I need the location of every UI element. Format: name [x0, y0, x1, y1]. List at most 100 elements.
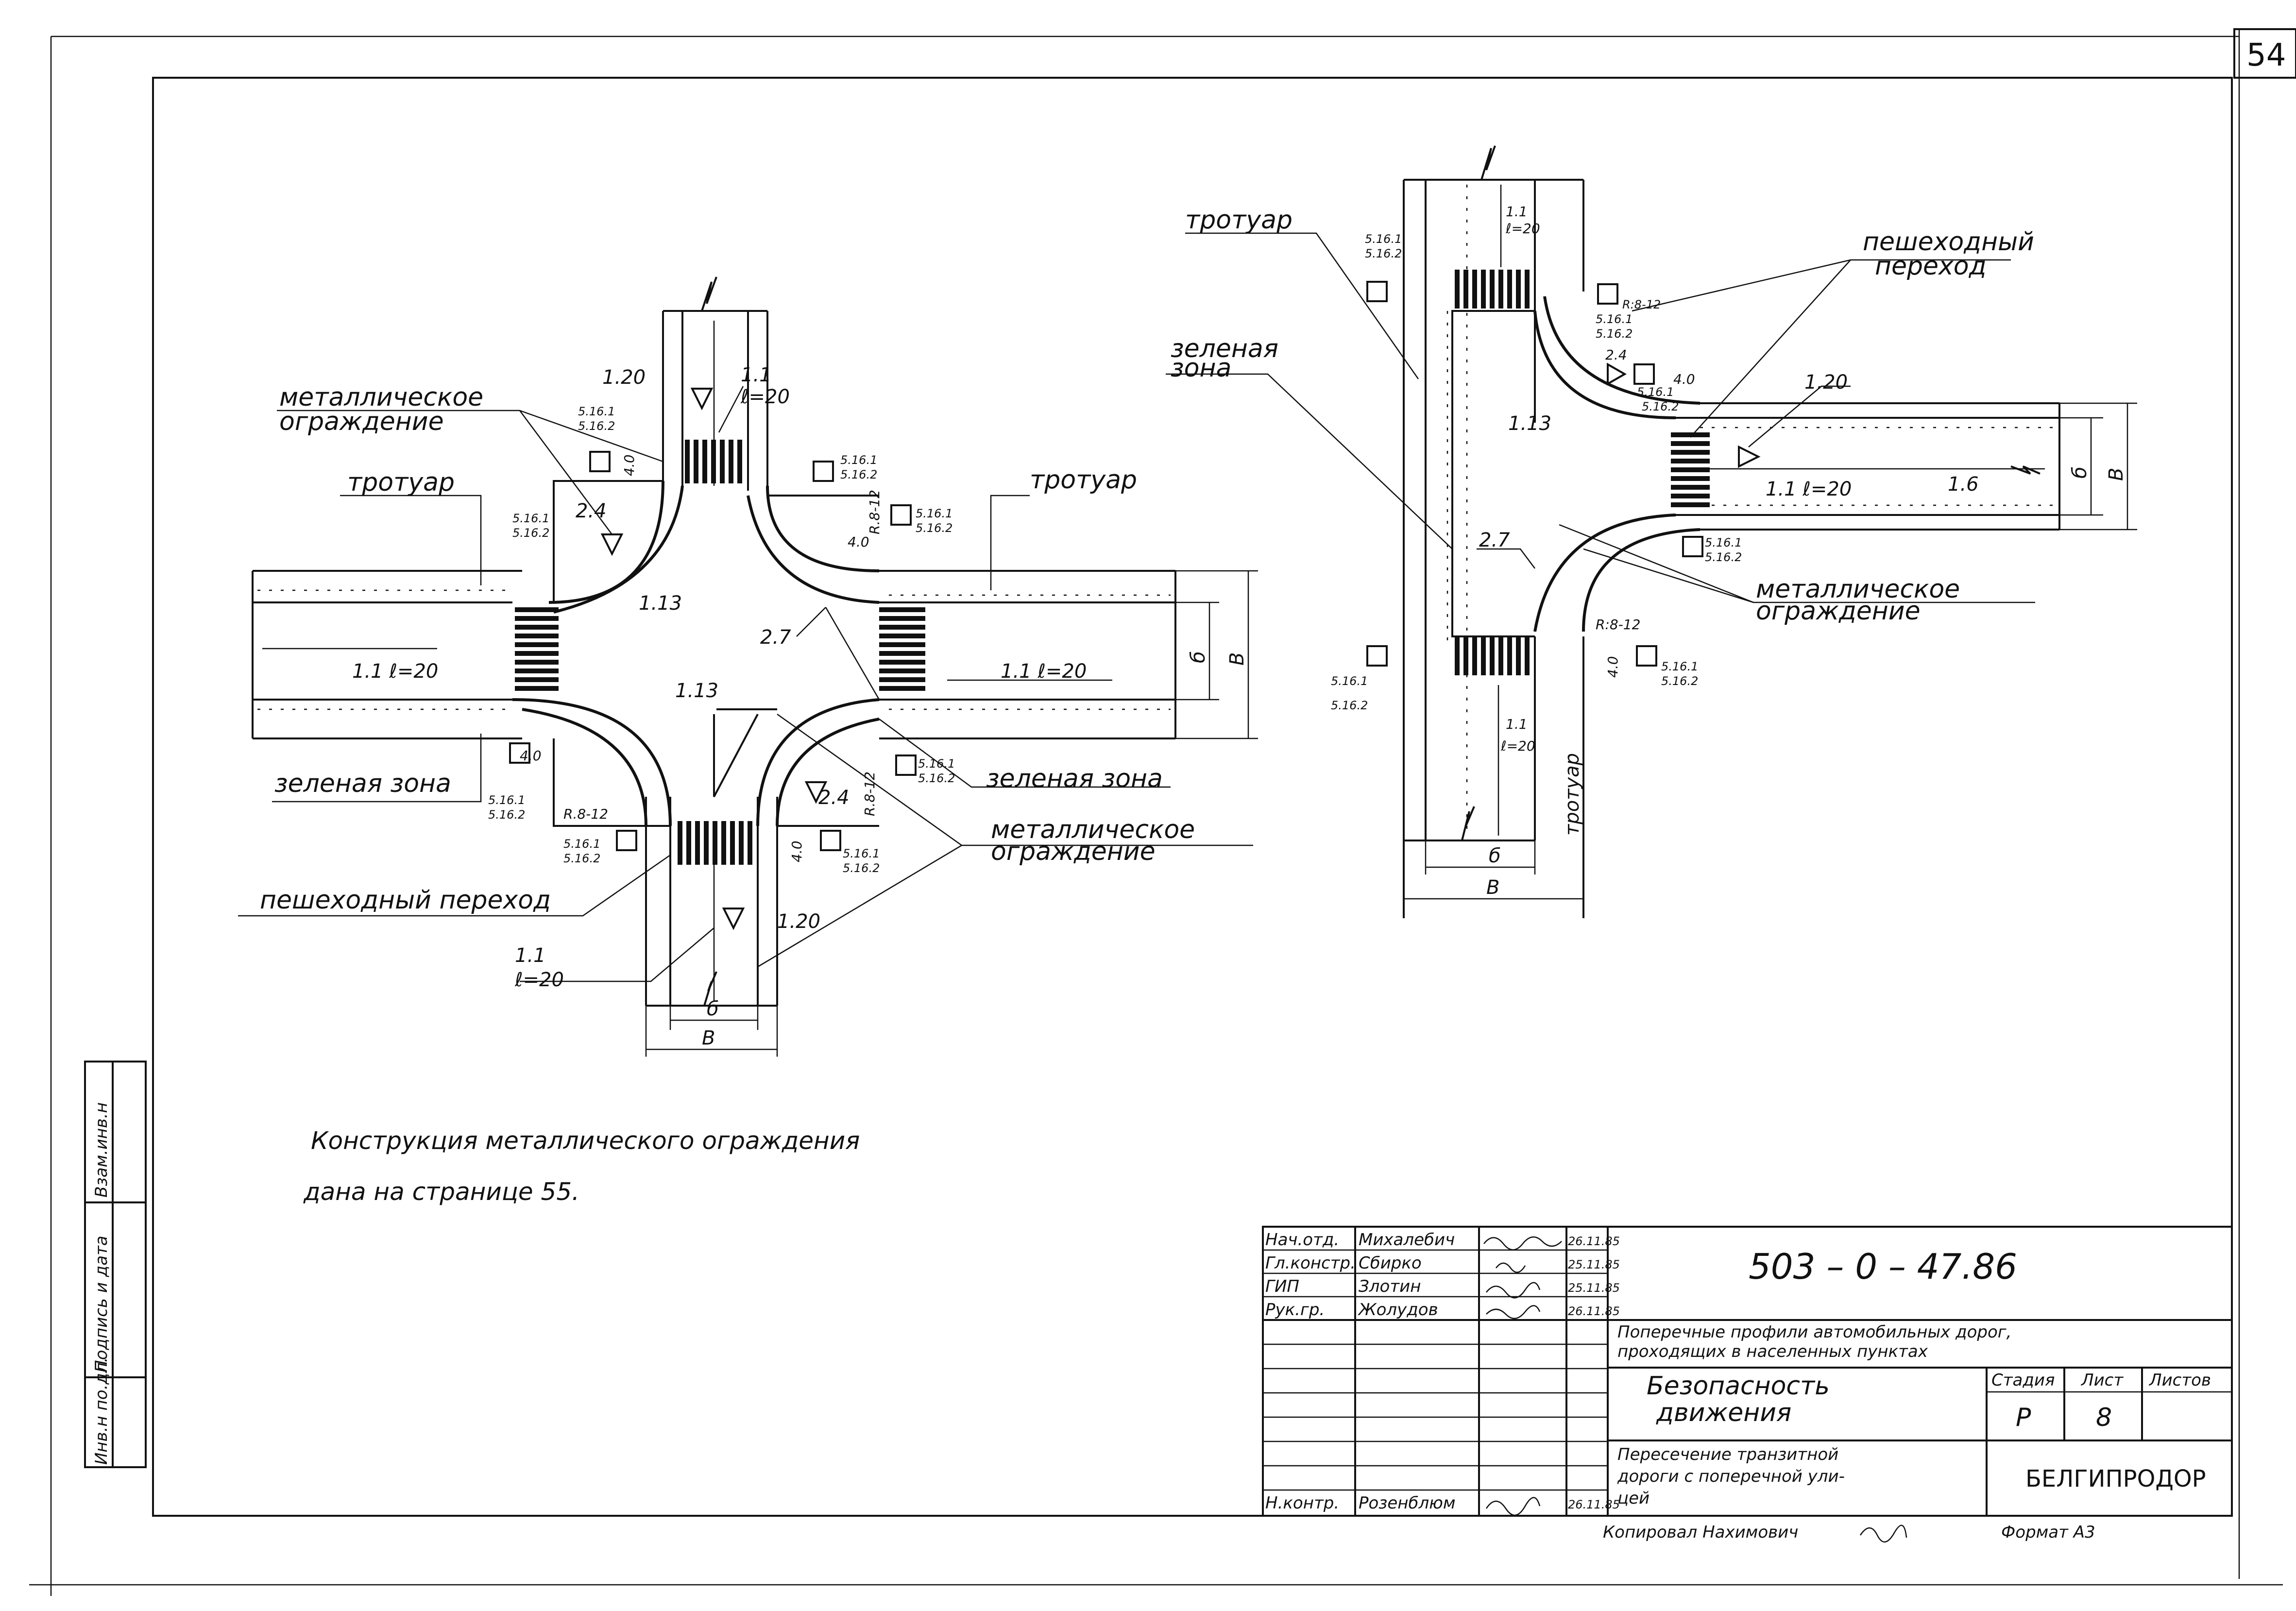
sign-code: 5.16.2: [840, 468, 877, 481]
sign-code: 5.16.1: [578, 405, 615, 418]
crosswalk-south: [678, 821, 752, 865]
south-road: [645, 797, 778, 1007]
tb-drawing-title-1: Пересечение транзитной: [1617, 1445, 1838, 1464]
west-road: [252, 570, 522, 739]
sign-code: 5.16.2: [843, 861, 880, 875]
label-1-13-s: 1.13: [675, 680, 718, 702]
page-number: 54: [2246, 37, 2286, 73]
cross-leader-lines: [238, 386, 1253, 982]
label-r-ne: R.8-12: [867, 490, 883, 534]
tb-role-2: Гл.констр.: [1265, 1253, 1356, 1273]
dim-b-large-s: В: [702, 1027, 715, 1049]
label-1-1-n-a: 1.1: [741, 364, 772, 386]
t-label-1-1-side: 1.1 ℓ=20: [1766, 478, 1852, 500]
label-dist-n: 4.0: [621, 454, 637, 476]
sign-code: 5.16.1: [1331, 674, 1368, 688]
t-crosswalks: [1455, 270, 1710, 675]
t-triangle-2-4: [1607, 362, 1627, 386]
t-dimensions: [1403, 402, 2137, 918]
tb-drawing-title-3: цей: [1617, 1489, 1650, 1508]
signatures: [1483, 1236, 1562, 1516]
sign-code: 5.16.1: [1596, 312, 1633, 326]
label-2-4-se: 2.4: [818, 787, 850, 809]
t-label-sidewalk-v: тротуар: [1561, 753, 1583, 836]
side-stamp-replace: Взам.инв.н: [92, 1102, 111, 1198]
t-label-1-20: 1.20: [1804, 371, 1848, 394]
t-label-crosswalk-1: пешеходный: [1863, 227, 2034, 257]
t-label-1-1-top-a: 1.1: [1506, 204, 1528, 220]
t-label-1-1-bot-b: ℓ=20: [1500, 738, 1535, 754]
t-dim-b-small: б: [2069, 466, 2091, 479]
t-dim-b-large-s: В: [1486, 876, 1499, 899]
label-1-1-e: 1.1 ℓ=20: [1001, 660, 1087, 683]
tb-project-title-2: проходящих в населенных пунктах: [1617, 1342, 1928, 1361]
label-1-1-s-a: 1.1: [515, 944, 546, 967]
title-block: Нач.отд. Михалебич 26.11.85 Гл.констр. С…: [1262, 1226, 2233, 1542]
side-stamp-inv: Инв.н по.дл.: [92, 1357, 111, 1465]
tb-sheets-header: Листов: [2148, 1371, 2211, 1390]
label-sidewalk-left: тротуар: [347, 468, 455, 497]
label-1-20-s: 1.20: [777, 910, 820, 933]
tb-control-name: Розенблюм: [1359, 1493, 1456, 1513]
t-crosswalk-side: [1671, 432, 1710, 507]
tb-role-4: Рук.гр.: [1265, 1300, 1325, 1320]
t-label-metal-2: ограждение: [1756, 597, 1921, 626]
sign-code: 5.16.2: [1331, 699, 1368, 712]
sign-code: 5.16.2: [1365, 247, 1402, 260]
sign-code: 5.16.1: [916, 507, 952, 520]
label-1-1-n-b: ℓ=20: [740, 386, 790, 408]
tb-date-3: 25.11.85: [1568, 1281, 1620, 1295]
note: Конструкция металлического ограждения да…: [303, 1127, 860, 1206]
crosswalk-north: [685, 440, 742, 483]
tb-date-1: 26.11.85: [1568, 1234, 1620, 1248]
tb-sheet: 8: [2096, 1403, 2112, 1432]
cross-crosswalks: [515, 440, 925, 865]
sheet-frame: [29, 29, 2283, 1596]
tb-name-1: Михалебич: [1359, 1230, 1455, 1250]
label-dist-s: 4.0: [789, 840, 805, 862]
label-1-1-s-b: ℓ=20: [514, 969, 564, 991]
label-green-zone-left: зеленая зона: [274, 769, 451, 798]
crosswalk-east: [879, 607, 925, 691]
t-label-1-1-bot-a: 1.1: [1506, 716, 1528, 732]
t-label-2-4: 2.4: [1605, 347, 1627, 363]
sign-code: 5.16.1: [843, 847, 880, 860]
label-crosswalk: пешеходный переход: [260, 886, 551, 915]
t-label-r-bottom: R:8-12: [1596, 617, 1640, 633]
east-road: [879, 570, 1176, 739]
t-label-crosswalk-2: переход: [1875, 252, 1987, 281]
t-dim-b-large: В: [2105, 468, 2127, 481]
t-label-1-13: 1.13: [1508, 412, 1551, 435]
t-labels: тротуар зеленая зона пешеходный переход …: [1171, 204, 2127, 899]
label-metal-guard-r1: металлическое: [991, 815, 1195, 844]
copier-signature: [1859, 1525, 1907, 1542]
t-crosswalk-bottom: [1455, 636, 1530, 675]
label-dist-ne: 4.0: [848, 534, 869, 550]
tb-section-2: движения: [1656, 1398, 1791, 1427]
sign-code: 5.16.2: [1661, 674, 1698, 688]
tb-role-1: Нач.отд.: [1265, 1230, 1339, 1250]
t-label-1-1-top-b: ℓ=20: [1505, 221, 1540, 237]
tb-control-role: Н.контр.: [1265, 1493, 1339, 1513]
tb-project-code: 503 – 0 – 47.86: [1749, 1246, 2017, 1287]
t-label-dist-bot: 4.0: [1605, 656, 1621, 678]
sign-code: 5.16.1: [1365, 232, 1402, 246]
sign-code: 5.16.2: [1596, 327, 1633, 341]
t-intersection: тротуар зеленая зона пешеходный переход …: [1166, 145, 2137, 918]
tb-name-2: Сбирко: [1359, 1253, 1422, 1273]
tb-stage-header: Стадия: [1991, 1371, 2055, 1390]
sign-code: 5.16.2: [918, 771, 955, 785]
label-r-se: R.8-12: [862, 771, 878, 816]
label-green-zone-right: зеленая зона: [986, 764, 1163, 793]
label-metal-guard-l1: металлическое: [279, 383, 483, 412]
t-leader-lines: [1166, 232, 2035, 603]
label-metal-guard-r2: ограждение: [991, 837, 1156, 866]
t-label-2-7: 2.7: [1479, 529, 1510, 551]
t-label-1-6: 1.6: [1948, 473, 1979, 496]
sign-code: 5.16.1: [1637, 385, 1674, 399]
t-dim-b-small-s: б: [1489, 845, 1501, 867]
t-triangle-side: [1738, 445, 1761, 468]
label-sidewalk-right: тротуар: [1030, 465, 1137, 495]
sign-code: 5.16.2: [578, 419, 615, 433]
